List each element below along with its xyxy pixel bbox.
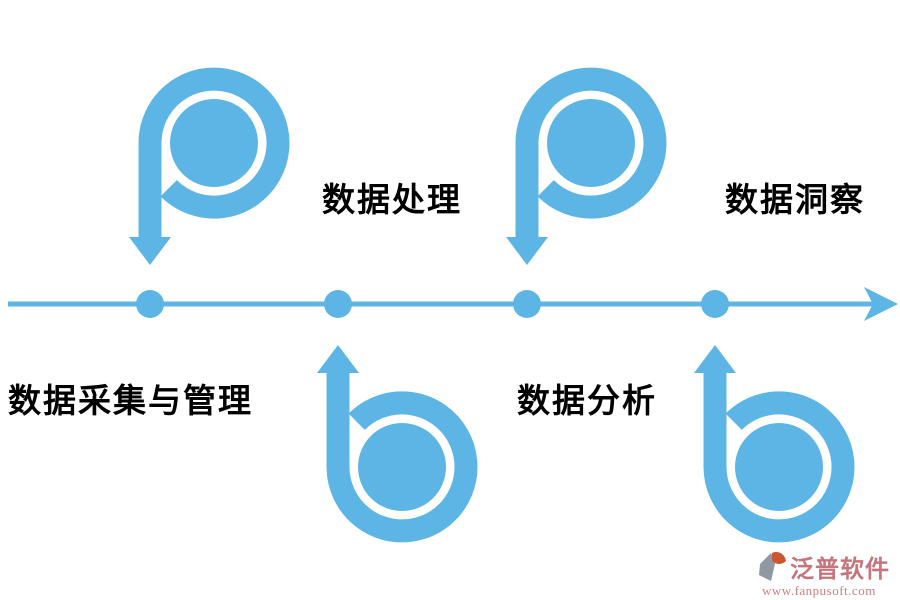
fanpu-logo-icon [759,551,786,581]
stage-label-collection: 数据采集与管理 [8,382,253,419]
timeline-dot-2 [324,290,352,318]
spiral-down-arrow-icon-1 [129,79,278,265]
timeline-dot-4 [701,290,729,318]
stage-label-analysis: 数据分析 [517,382,657,419]
watermark-brand-text: 泛普软件 [790,556,890,583]
watermark: 泛普软件 www.fanpusoft.com [758,549,898,599]
watermark-url-text: www.fanpusoft.com [762,583,876,598]
stage-label-processing: 数据处理 [322,181,462,218]
stage-label-insight: 数据洞察 [725,181,865,218]
spiral-up-arrow-icon-2 [694,345,843,531]
spiral-up-arrow-icon-1 [317,345,466,531]
spiral-down-arrow-icon-2 [506,79,655,265]
timeline-dot-1 [136,290,164,318]
timeline-dot-3 [513,290,541,318]
timeline-arrowhead-icon [864,287,898,321]
